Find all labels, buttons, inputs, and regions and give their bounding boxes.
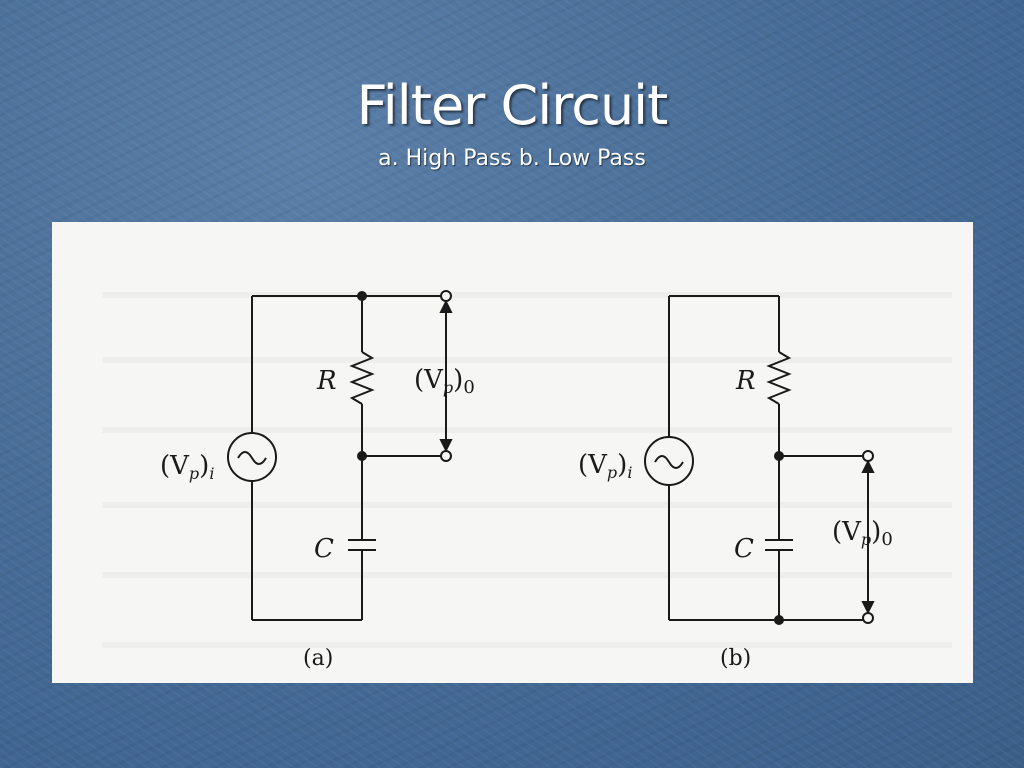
circuit-a-resistor <box>349 351 375 405</box>
circuit-b-output-label: (Vp)0 <box>832 517 893 550</box>
circuit-b-source-label: (Vp)i <box>578 450 632 482</box>
circuit-a-resistor-label: R <box>316 366 337 396</box>
circuit-a-terminal-bottom <box>440 450 452 462</box>
circuit-a-terminal-top <box>440 290 452 302</box>
bleed-through-text <box>102 292 952 648</box>
circuit-b-arrow-head-bottom <box>861 601 875 615</box>
circuit-b-resistor-label: R <box>735 366 756 396</box>
circuit-a-node-top <box>357 291 367 301</box>
circuit-a-capacitor-label: C <box>314 534 334 564</box>
circuit-a-output-label: (Vp)0 <box>414 365 475 398</box>
circuit-a-caption: (a) <box>303 646 333 671</box>
circuit-a-sine-icon <box>237 451 267 465</box>
circuit-a <box>227 290 453 621</box>
circuit-b-arrow-head-top <box>861 459 875 473</box>
circuit-a-source-label: (Vp)i <box>160 451 214 483</box>
slide-subtitle: a. High Pass b. Low Pass <box>378 146 646 171</box>
circuit-b-node-mid <box>774 451 784 461</box>
circuit-b-capacitor-label: C <box>734 534 754 564</box>
circuit-b-node-bottom <box>774 615 784 625</box>
circuit-b-terminal-top <box>862 450 874 462</box>
slide-title: Filter Circuit <box>356 74 669 137</box>
circuit-a-node-mid <box>357 451 367 461</box>
circuit-b-caption: (b) <box>720 646 751 671</box>
circuit-a-arrow-head-bottom <box>439 439 453 453</box>
circuit-diagrams: (Vp)i R C (Vp)0 (a) (Vp)i R C (Vp)0 (b) <box>102 290 952 671</box>
circuit-figure: (Vp)i R C (Vp)0 (a) (Vp)i R C (Vp)0 (b) <box>52 222 973 683</box>
circuit-b-terminal-bottom <box>862 612 874 624</box>
circuit-b <box>644 295 875 625</box>
circuit-a-arrow-head-top <box>439 299 453 313</box>
circuit-b-resistor <box>766 351 792 405</box>
circuit-b-sine-icon <box>654 455 684 469</box>
